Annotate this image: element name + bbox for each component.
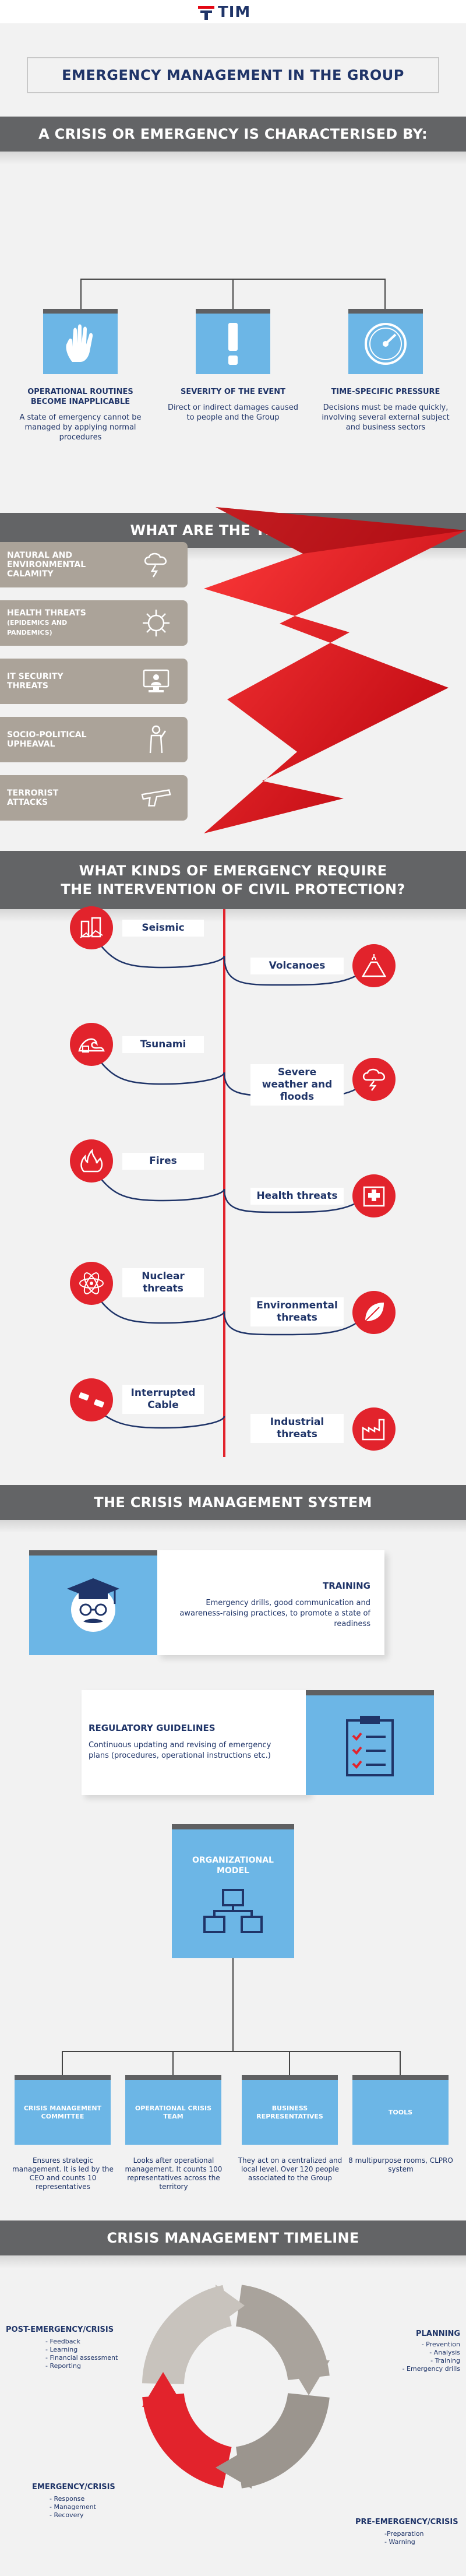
timeline-planning: PLANNING - Prevention - Analysis - Train… xyxy=(373,2329,460,2373)
emergency-label-tsunami: Tsunami xyxy=(122,1036,204,1053)
computer-icon xyxy=(141,667,171,696)
emergency-label-fires: Fires xyxy=(122,1153,204,1170)
timeline-planning-title: PLANNING xyxy=(415,2329,460,2338)
timeline-emergency: EMERGENCY/CRISIS - Response - Management… xyxy=(32,2483,125,2519)
section-heading-civil-protection: WHAT KINDS OF EMERGENCY REQUIRE THE INTE… xyxy=(0,851,466,922)
emergency-label-seismic: Seismic xyxy=(122,920,204,937)
characteristic-desc: Direct or indirect damages caused to peo… xyxy=(167,403,298,422)
threat-health: HEALTH THREATS (EPIDEMICS AND PANDEMICS) xyxy=(0,600,188,646)
tim-logo-mark-icon xyxy=(198,5,214,20)
timeline-emergency-title: EMERGENCY/CRISIS xyxy=(32,2483,115,2491)
hand-icon xyxy=(43,309,118,374)
section-heading-crisis-system: THE CRISIS MANAGEMENT SYSTEM xyxy=(0,1485,466,1533)
org-connector-lines xyxy=(62,1958,401,2075)
crisis-committee-box: CRISIS MANAGEMENT COMMITTEE xyxy=(15,2075,111,2145)
training-text: Emergency drills, good communication and… xyxy=(179,1599,370,1628)
storm-icon xyxy=(141,550,171,579)
characteristic-routines: OPERATIONAL ROUTINES BECOME INAPPLICABLE… xyxy=(13,309,147,442)
crisis-committee-desc: Ensures strategic management. It is led … xyxy=(12,2156,114,2191)
exclamation-icon xyxy=(196,309,270,374)
cable-icon xyxy=(70,1378,113,1421)
weapon-icon xyxy=(141,783,171,812)
hospital-icon xyxy=(352,1174,396,1217)
fire-icon xyxy=(70,1139,113,1183)
characteristic-title: TIME-SPECIFIC PRESSURE xyxy=(331,388,440,396)
volcano-icon xyxy=(352,944,396,987)
tools-box: TOOLS xyxy=(352,2075,449,2145)
earthquake-icon xyxy=(70,906,113,949)
protester-icon xyxy=(141,725,171,754)
page-title-frame: EMERGENCY MANAGEMENT IN THE GROUP xyxy=(27,57,439,93)
timeline-pre-emergency: PRE-EMERGENCY/CRISIS -Preparation - Warn… xyxy=(355,2518,463,2546)
org-model-label: ORGANIZATIONAL MODEL xyxy=(192,1855,274,1875)
leaf-icon xyxy=(352,1291,396,1334)
logo-text: TIM xyxy=(218,3,251,21)
gauge-icon xyxy=(348,309,423,374)
threat-label: IT SECURITY THREATS xyxy=(7,672,63,691)
threat-label: TERRORIST ATTACKS xyxy=(7,789,59,807)
top-bar: TIM xyxy=(0,0,466,23)
training-card: TRAINING Emergency drills, good communic… xyxy=(157,1550,384,1655)
characteristic-title: OPERATIONAL ROUTINES BECOME INAPPLICABLE xyxy=(27,388,133,406)
tim-logo[interactable]: TIM xyxy=(198,3,250,21)
emergency-label-weather: Severe weather and floods xyxy=(250,1064,344,1106)
emergency-label-volcanoes: Volcanoes xyxy=(250,958,344,974)
training-title: TRAINING xyxy=(323,1581,370,1591)
graduate-icon xyxy=(29,1550,157,1655)
threat-natural: NATURAL AND ENVIRONMENTAL CALAMITY xyxy=(0,542,188,587)
wave-icon xyxy=(70,1023,113,1066)
org-chart-icon xyxy=(203,1888,263,1933)
operational-team-desc: Looks after operational management. It c… xyxy=(125,2156,223,2191)
storm-icon xyxy=(352,1058,396,1101)
page-title: EMERGENCY MANAGEMENT IN THE GROUP xyxy=(62,67,404,83)
timeline-post-title: POST-EMERGENCY/CRISIS xyxy=(6,2325,114,2334)
timeline-post-emergency: POST-EMERGENCY/CRISIS - Feedback - Learn… xyxy=(6,2325,122,2370)
emergency-label-environmental: Environmental threats xyxy=(250,1297,344,1326)
section-heading-characterised: A CRISIS OR EMERGENCY IS CHARACTERISED B… xyxy=(0,117,466,164)
emergency-label-industrial: Industrial threats xyxy=(250,1414,344,1443)
characteristic-desc: Decisions must be made quickly, involvin… xyxy=(322,403,450,432)
characteristic-desc: A state of emergency cannot be managed b… xyxy=(19,413,142,442)
threat-label: NATURAL AND ENVIRONMENTAL CALAMITY xyxy=(7,551,86,579)
section-heading-timeline: CRISIS MANAGEMENT TIMELINE xyxy=(0,2220,466,2268)
characterised-connector-center xyxy=(232,279,234,314)
business-representatives-box: BUSINESS REPRESENTATIVES xyxy=(242,2075,338,2145)
characteristic-severity: SEVERITY OF THE EVENT Direct or indirect… xyxy=(166,309,300,423)
checklist-icon xyxy=(306,1690,434,1795)
virus-icon xyxy=(141,608,171,638)
timeline-cycle-graphic xyxy=(142,2285,330,2489)
threat-label: SOCIO-POLITICAL UPHEAVAL xyxy=(7,730,87,749)
threat-socio-political: SOCIO-POLITICAL UPHEAVAL xyxy=(0,717,188,762)
atom-icon xyxy=(70,1262,113,1305)
threat-it-security: IT SECURITY THREATS xyxy=(0,659,188,704)
emergency-label-cable: Interrupted Cable xyxy=(122,1385,204,1414)
regulatory-text: Continuous updating and revising of emer… xyxy=(89,1741,271,1760)
characteristic-title: SEVERITY OF THE EVENT xyxy=(180,388,286,396)
organizational-model-box: ORGANIZATIONAL MODEL xyxy=(172,1824,294,1958)
threat-terrorist: TERRORIST ATTACKS xyxy=(0,775,188,821)
tools-desc: 8 multipurpose rooms, CLPRO system xyxy=(348,2156,453,2173)
emergency-label-nuclear: Nuclear threats xyxy=(122,1268,204,1297)
timeline-pre-title: PRE-EMERGENCY/CRISIS xyxy=(355,2518,458,2526)
civil-protection-timeline xyxy=(90,909,374,1457)
operational-team-box: OPERATIONAL CRISIS TEAM xyxy=(125,2075,221,2145)
characteristic-pressure: TIME-SPECIFIC PRESSURE Decisions must be… xyxy=(319,309,453,432)
regulatory-card: REGULATORY GUIDELINES Continuous updatin… xyxy=(82,1690,309,1795)
regulatory-title: REGULATORY GUIDELINES xyxy=(89,1723,216,1733)
factory-icon xyxy=(352,1407,396,1451)
business-representatives-desc: They act on a centralized and local leve… xyxy=(238,2156,343,2182)
lightning-bolt-graphic xyxy=(204,507,466,833)
emergency-label-health: Health threats xyxy=(250,1188,344,1205)
threat-label: HEALTH THREATS (EPIDEMICS AND PANDEMICS) xyxy=(7,608,86,636)
